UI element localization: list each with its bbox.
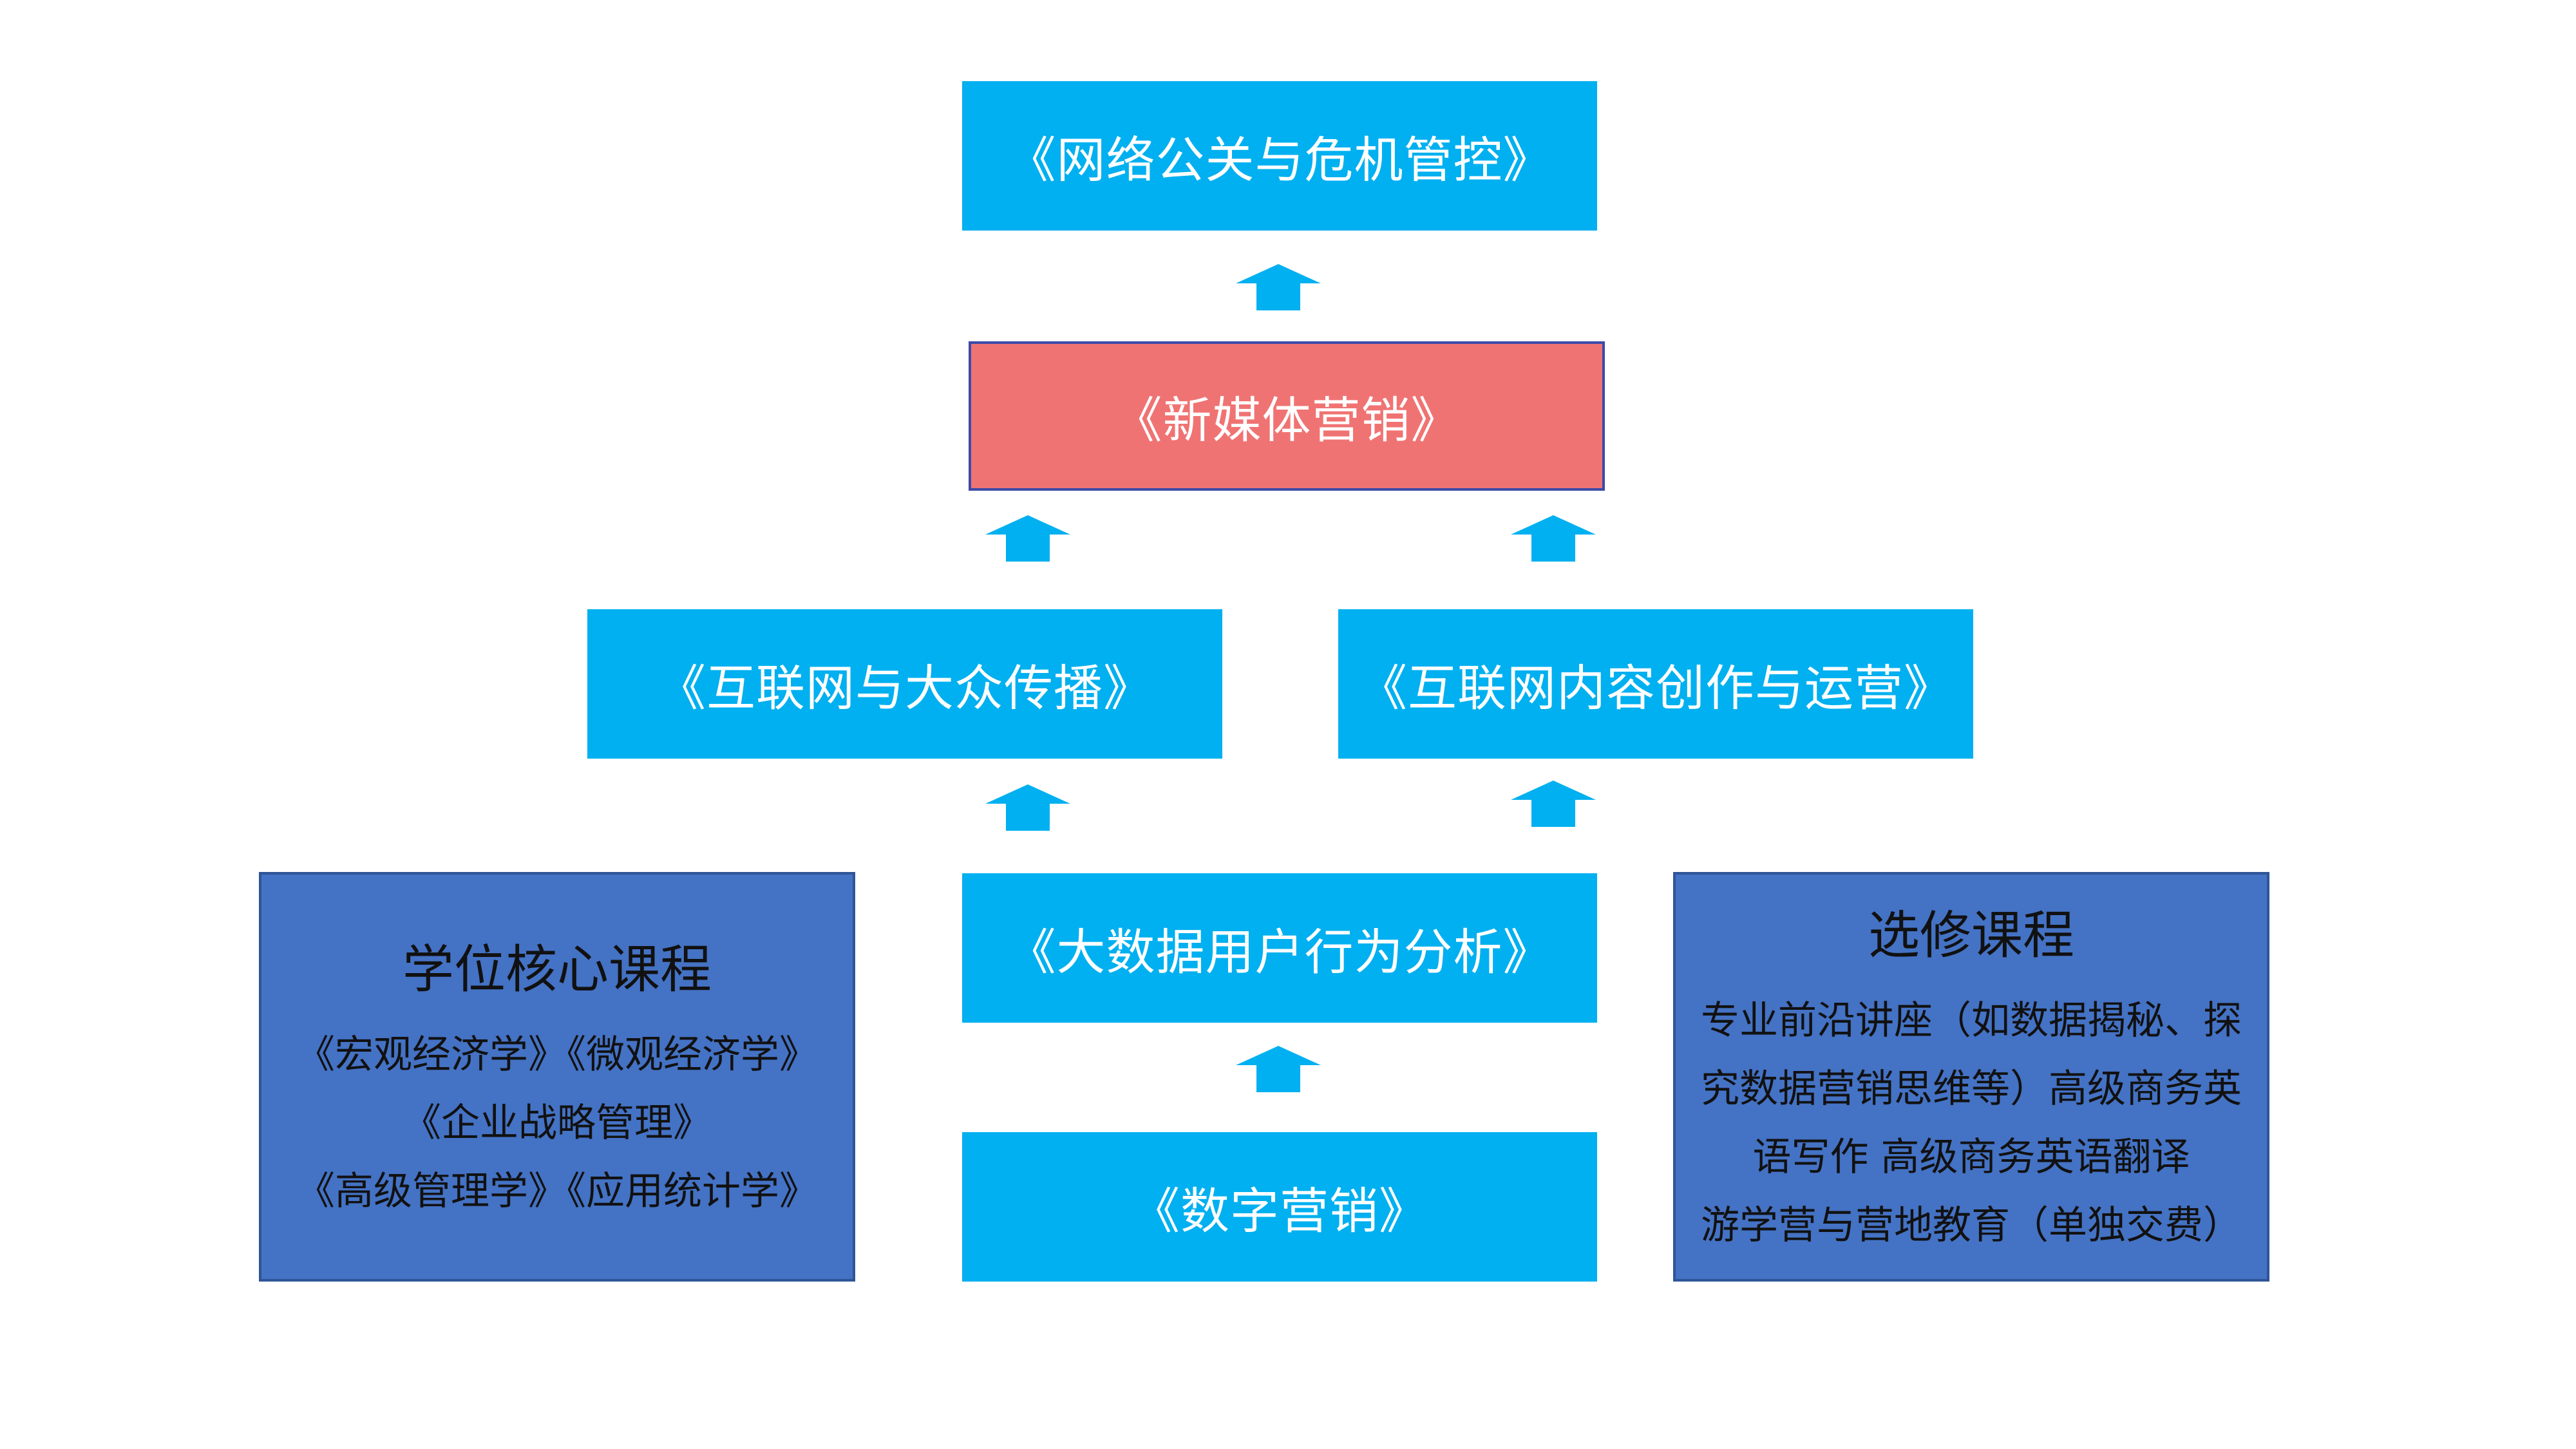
core-courses-line: 《宏观经济学》《微观经济学》 [296,1032,818,1077]
elective-courses-title: 选修课程 [1868,905,2074,965]
up-arrow-icon [1511,781,1596,827]
up-arrow-icon [1236,264,1321,310]
elective-courses-line: 语写作 高级商务英语翻译 [1752,1135,2190,1180]
course-label-new-media-marketing: 《新媒体营销》 [1113,392,1461,449]
up-arrow-icon [1511,515,1596,562]
course-box-internet-mass-communication: 《互联网与大众传播》 [587,609,1222,759]
course-box-big-data-analysis: 《大数据用户行为分析》 [962,873,1597,1023]
elective-courses-line: 游学营与营地教育（单独交费） [1701,1203,2242,1248]
up-arrow-icon [1236,1046,1321,1092]
course-label-network-pr: 《网络公关与危机管控》 [1007,131,1553,189]
course-box-content-creation-operation: 《互联网内容创作与运营》 [1338,609,1973,759]
course-label-internet-mass-communication: 《互联网与大众传播》 [657,659,1153,717]
core-courses-line: 《企业战略管理》 [402,1101,712,1146]
core-courses-title: 学位核心课程 [402,940,712,999]
course-box-digital-marketing: 《数字营销》 [962,1132,1597,1282]
up-arrow-icon [985,784,1070,831]
elective-courses-line: 专业前沿讲座（如数据揭秘、探 [1701,998,2242,1043]
core-courses-panel: 学位核心课程 《宏观经济学》《微观经济学》 《企业战略管理》 《高级管理学》《应… [259,872,855,1282]
elective-courses-panel: 选修课程 专业前沿讲座（如数据揭秘、探 究数据营销思维等）高级商务英 语写作 高… [1673,872,2269,1282]
up-arrow-icon [985,515,1070,562]
elective-courses-line: 究数据营销思维等）高级商务英 [1701,1066,2242,1112]
core-courses-line: 《高级管理学》《应用统计学》 [296,1169,818,1214]
course-label-content-creation-operation: 《互联网内容创作与运营》 [1358,659,1953,717]
course-label-digital-marketing: 《数字营销》 [1131,1182,1428,1240]
course-box-new-media-marketing: 《新媒体营销》 [969,341,1605,491]
course-label-big-data-analysis: 《大数据用户行为分析》 [1007,923,1553,981]
course-box-network-pr: 《网络公关与危机管控》 [962,81,1597,231]
